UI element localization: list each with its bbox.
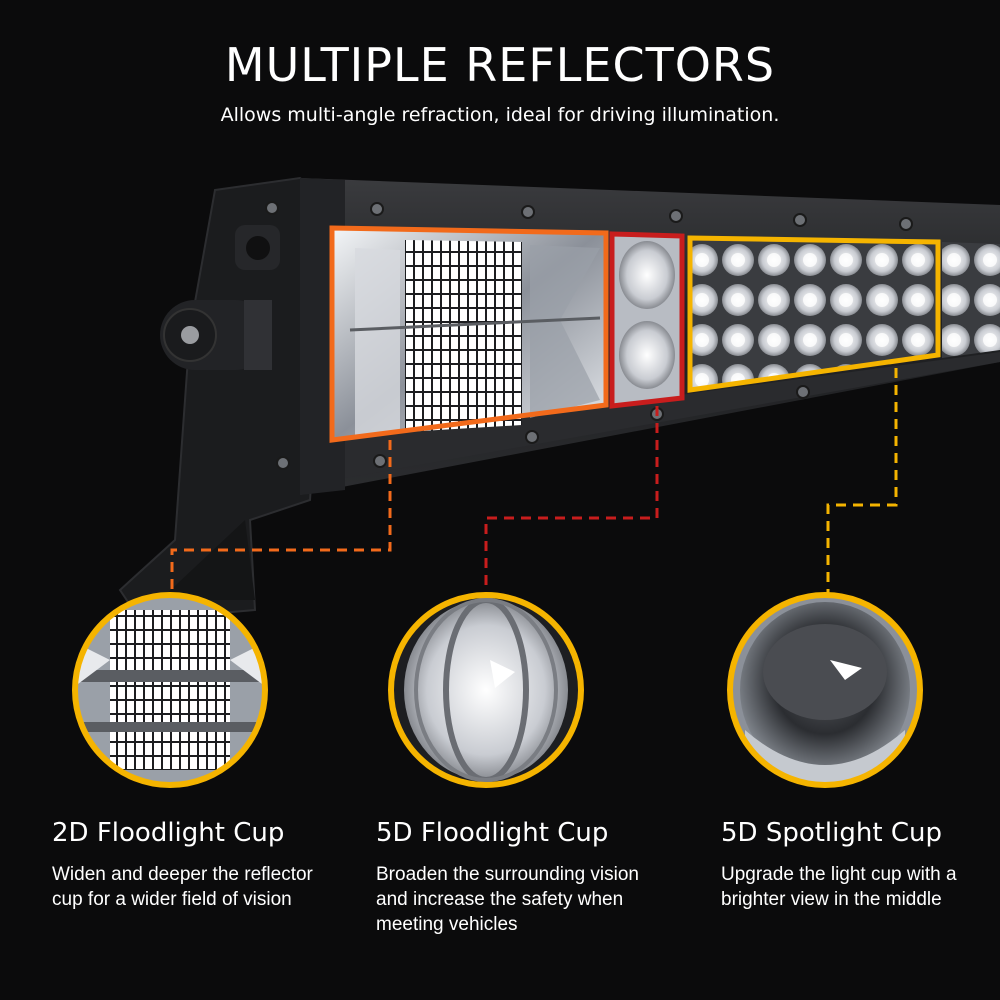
spot-frame <box>687 235 941 393</box>
housing-screws <box>265 201 913 470</box>
extra-led-cups <box>942 242 1000 358</box>
flood-frame <box>329 225 609 443</box>
caption-5d-floodlight: 5D Floodlight Cup Broaden the surroundin… <box>376 818 656 937</box>
caption-description: Widen and deeper the reflector cup for a… <box>52 864 313 910</box>
flood-connector-line <box>170 440 392 600</box>
zoom-5d-floodlight <box>388 592 584 788</box>
page-subtitle: Allows multi-angle refraction, ideal for… <box>220 104 780 126</box>
zoom-5d-spotlight <box>727 592 923 788</box>
caption-description: Broaden the surrounding vision and incre… <box>376 864 640 935</box>
zoom-2d-floodlight <box>72 592 268 788</box>
caption-5d-spotlight: 5D Spotlight Cup Upgrade the light cup w… <box>721 818 991 912</box>
5d-flood-cups <box>612 234 682 406</box>
caption-2d-floodlight: 2D Floodlight Cup Widen and deeper the r… <box>52 818 332 912</box>
spot-connector-line <box>826 368 898 600</box>
flood-led-module <box>332 228 606 440</box>
mounting-bracket <box>118 176 332 622</box>
caption-title: 2D Floodlight Cup <box>52 818 285 848</box>
5d-spot-cups <box>690 238 938 390</box>
caption-title: 5D Floodlight Cup <box>376 818 609 848</box>
5d-flood-connector-line <box>484 406 659 600</box>
page-title: MULTIPLE REFLECTORS <box>224 38 776 92</box>
caption-description: Upgrade the light cup with a brighter vi… <box>721 864 957 910</box>
caption-title: 5D Spotlight Cup <box>721 818 942 848</box>
5d-flood-frame <box>609 231 685 409</box>
